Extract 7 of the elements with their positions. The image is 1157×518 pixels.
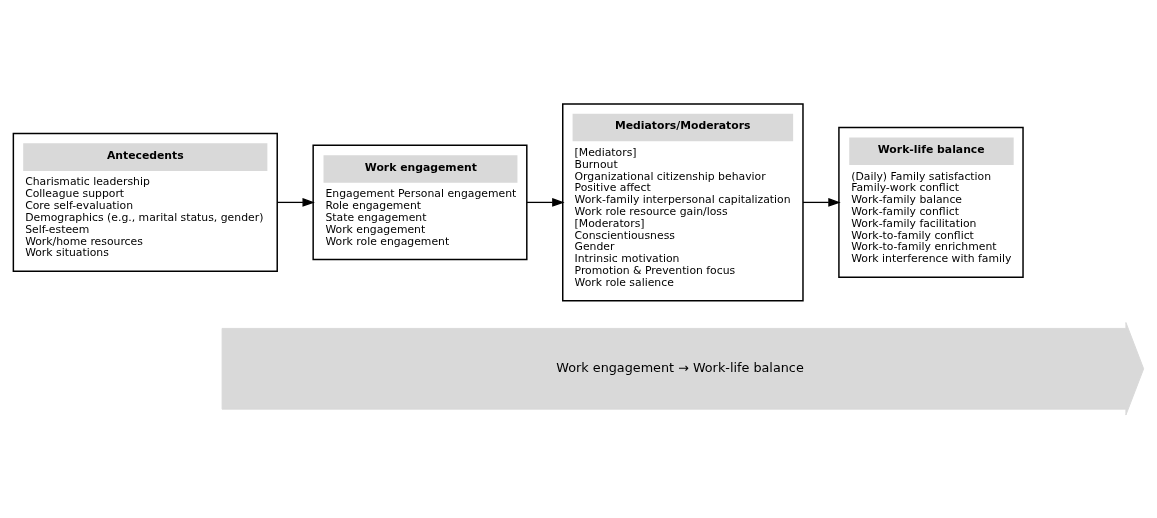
arrow <box>526 197 565 207</box>
node-box: Work engagement Engagement Personal engagement Role engagement State engagement Work engagement Work role engagement <box>312 144 528 260</box>
node-box: Antecedents Charismatic leadership Colleague support Core self-evaluation Demographics (e.g., marital status, gender) Self-esteem Work/home resources Work situations <box>12 132 278 272</box>
arrow <box>276 197 315 207</box>
node-box: Work-life balance (Daily) Family satisfaction Family-work conflict Work-family balance Work-family conflict Work-family facilitation Work-to-family conflict Work-to-family enrichment Work interference with family <box>838 126 1024 278</box>
arrow <box>802 197 841 207</box>
node-box: Mediators/Moderators [Mediators] Burnout Organizational citizenship behavior Positive affect Work-family interpersonal capitalization Work role resource gain/loss [Moderators] Conscientiousness Gender Intrinsic motivation Promotion & Prevention focus Work role salience <box>562 102 804 302</box>
